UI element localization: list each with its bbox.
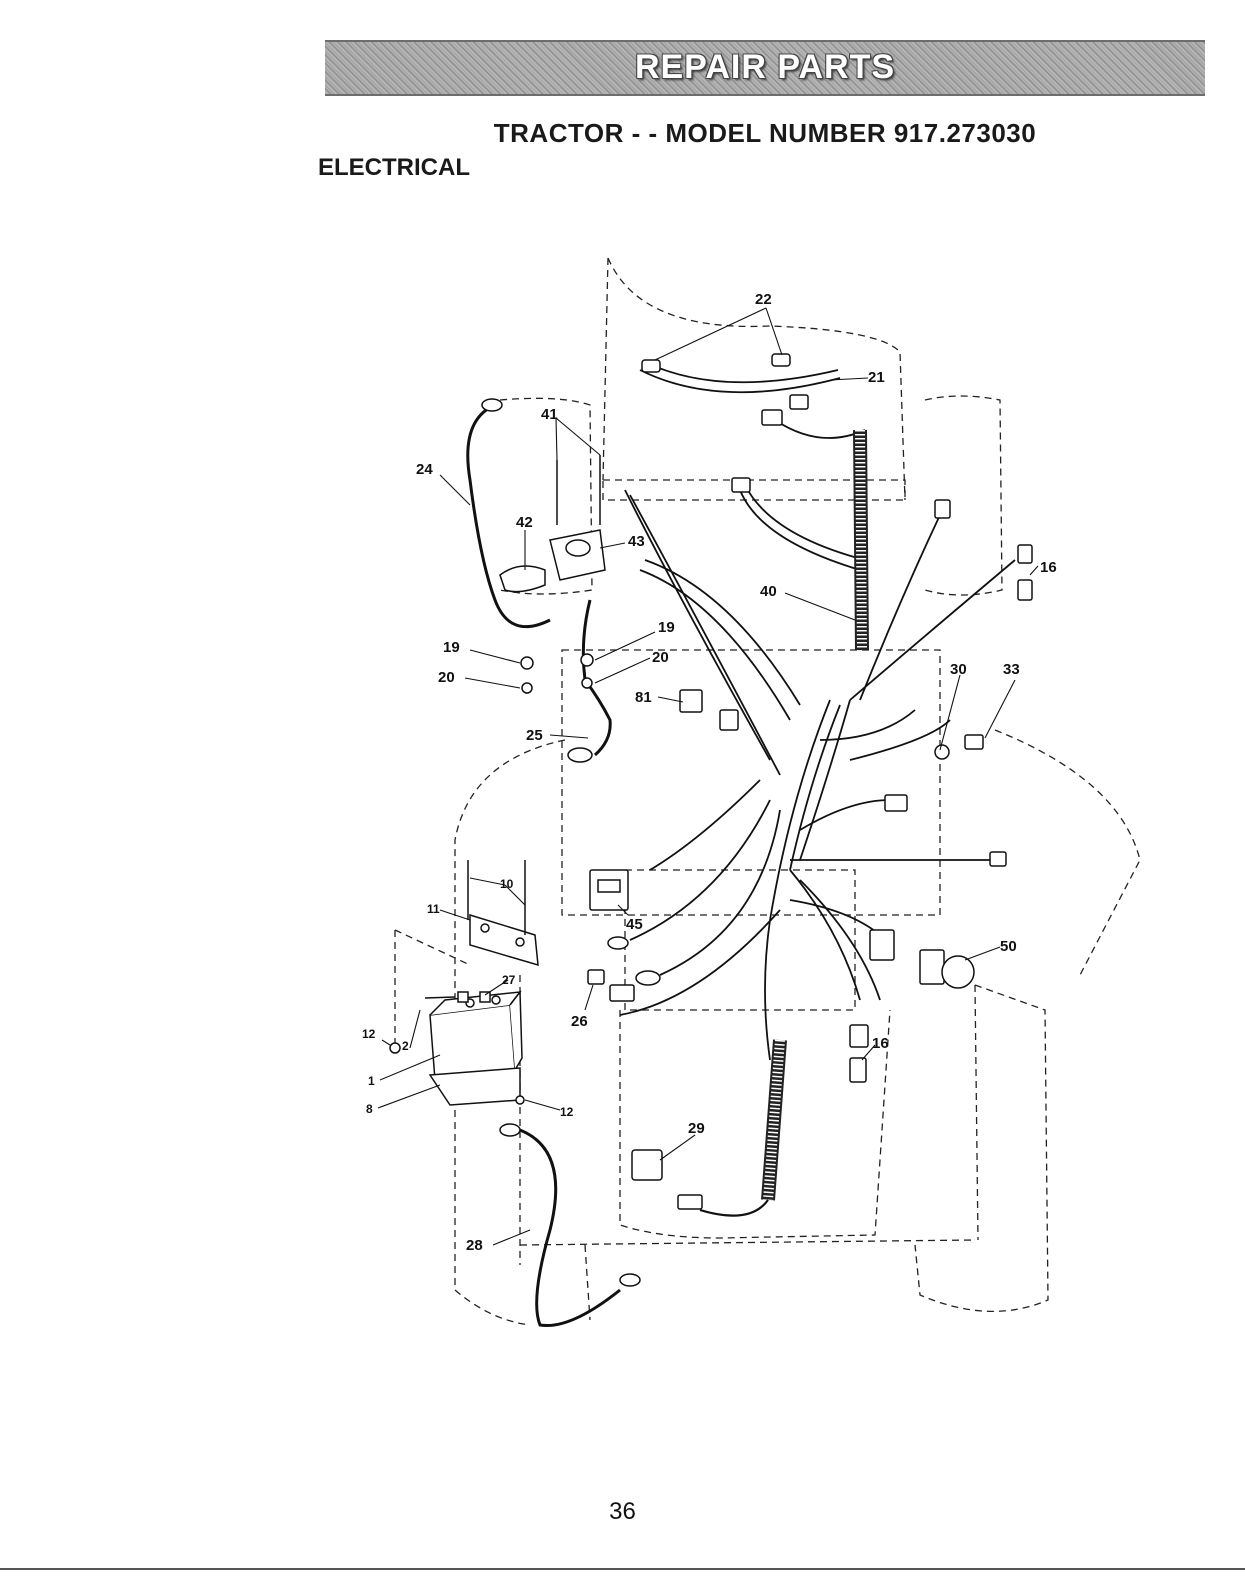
callout-2: 2 [402,1039,409,1053]
callout-24: 24 [416,461,433,478]
callout-28: 28 [466,1237,483,1254]
wiring-harness [620,362,1015,1060]
callout-42: 42 [516,514,533,531]
callout-50: 50 [1000,938,1017,955]
callout-40: 40 [760,583,777,600]
callout-16-bottom: 16 [872,1035,889,1052]
callout-12-left: 12 [362,1027,376,1041]
callout-1: 1 [368,1074,375,1088]
coil-wrap [700,430,862,1216]
callout-20-left: 20 [438,669,455,686]
components [390,354,1032,1286]
callout-21: 21 [868,369,885,386]
callout-labels: 22 21 41 24 42 43 40 16 19 20 19 20 33 3… [362,291,1057,1254]
callout-43: 43 [628,533,645,550]
leader-lines [378,308,1038,1245]
callout-41: 41 [541,406,558,423]
callout-19-right: 19 [658,619,675,636]
bottom-rule [0,1568,1245,1570]
page-number: 36 [0,1498,1245,1526]
callout-20-right: 20 [652,649,669,666]
callout-11: 11 [427,902,440,916]
callout-26: 26 [571,1013,588,1030]
callout-25: 25 [526,727,543,744]
callout-33: 33 [1003,661,1020,678]
callout-10: 10 [500,877,514,891]
callout-81: 81 [635,689,652,706]
callout-19-left: 19 [443,639,460,656]
callout-16-top: 16 [1040,559,1057,576]
callout-45: 45 [626,916,643,933]
callout-8: 8 [366,1102,373,1116]
callout-30: 30 [950,661,967,678]
callout-29: 29 [688,1120,705,1137]
callout-22: 22 [755,291,772,308]
callout-12-right: 12 [560,1105,574,1119]
callout-27: 27 [502,973,516,987]
